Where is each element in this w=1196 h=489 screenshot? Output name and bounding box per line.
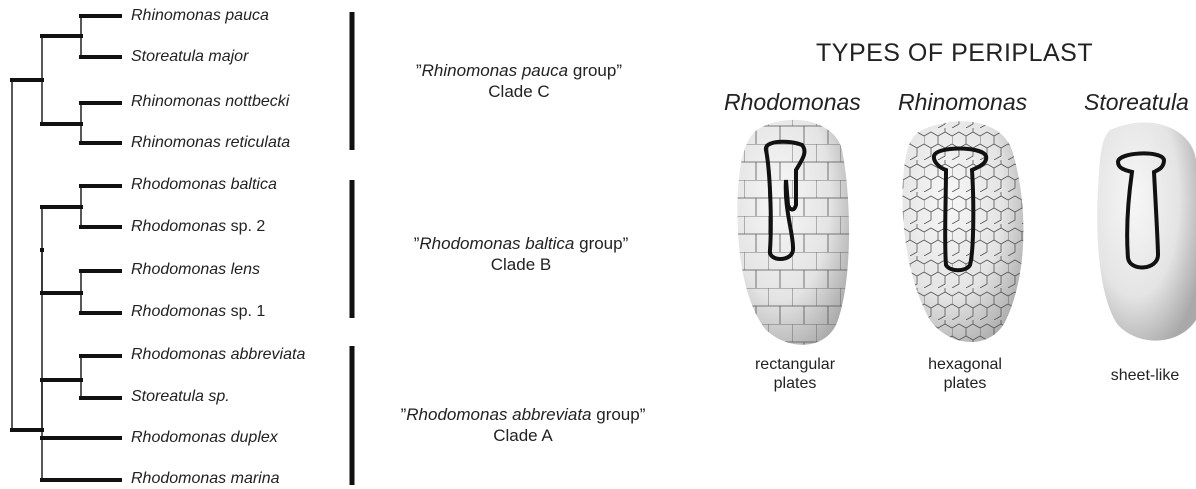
taxon-label: Rhinomonas nottbecki: [131, 92, 289, 112]
taxon-label: Rhodomonas sp. 2: [131, 217, 265, 237]
periplast-title: TYPES OF PERIPLAST: [816, 39, 1093, 68]
taxon-label: Rhodomonas sp. 1: [131, 302, 265, 322]
taxon-label: Rhinomonas pauca: [131, 6, 269, 26]
genus-heading-storeatula: Storeatula: [1084, 89, 1189, 116]
clade-label-b: ”Rhodomonas baltica group” Clade B: [381, 233, 661, 275]
tree-branches: [12, 16, 120, 480]
cell-rhinomonas: [895, 110, 1035, 360]
clade-label-c: ”Rhinomonas pauca group” Clade C: [389, 60, 649, 102]
taxon-label: Storeatula major: [131, 47, 248, 67]
cell-rhodomonas: [730, 110, 860, 360]
taxon-label: Rhodomonas abbreviata: [131, 345, 305, 365]
taxon-label: Rhodomonas duplex: [131, 428, 278, 448]
clade-label-a: ”Rhodomonas abbreviata group” Clade A: [368, 404, 678, 446]
taxon-label: Rhodomonas marina: [131, 469, 280, 489]
taxon-label: Storeatula sp.: [131, 387, 230, 407]
genus-heading-rhinomonas: Rhinomonas: [898, 89, 1027, 116]
periplast-type-sheet: sheet-like: [1095, 366, 1195, 385]
cell-storeatula: [1097, 122, 1196, 340]
genus-heading-rhodomonas: Rhodomonas: [724, 89, 861, 116]
taxon-label: Rhodomonas baltica: [131, 175, 277, 195]
taxon-label: Rhinomonas reticulata: [131, 133, 290, 153]
taxon-label: Rhodomonas lens: [131, 260, 260, 280]
